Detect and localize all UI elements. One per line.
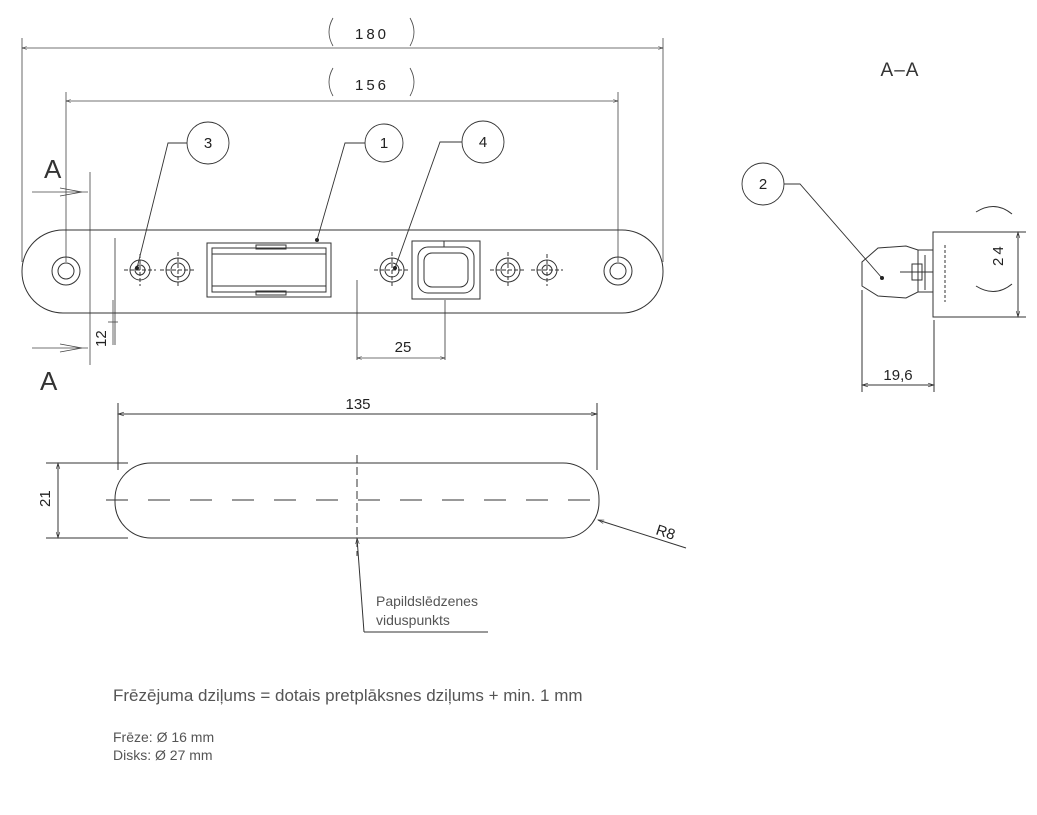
radius-label: R8 xyxy=(654,522,678,544)
cutter-note: Frēze: Ø 16 mm xyxy=(113,729,215,745)
section-marker-bottom: A xyxy=(40,366,58,396)
section-profile xyxy=(860,206,1026,392)
balloon-2-leader-dot xyxy=(880,276,884,280)
section-cut-line xyxy=(32,172,91,365)
balloon-1-leader-dot xyxy=(315,238,319,242)
strike-plate-front-view xyxy=(21,229,664,360)
dimension-180-label: 180 xyxy=(355,26,389,43)
balloon-1-label: 1 xyxy=(380,135,388,152)
dimension-19-6-label: 19,6 xyxy=(883,367,912,384)
dimension-25-label: 25 xyxy=(395,339,412,356)
balloon-4-leader-dot xyxy=(393,266,397,270)
dimension-24-label: 24 xyxy=(990,243,1007,266)
dimension-12 xyxy=(108,300,118,345)
centre-point-label-line1: Papildslēdzenes xyxy=(376,593,478,609)
balloon-3-leader-dot xyxy=(135,266,139,270)
dimension-156-label: 156 xyxy=(355,77,389,94)
balloon-2-label: 2 xyxy=(759,176,767,193)
balloon-3-label: 3 xyxy=(204,135,212,152)
balloon-1 xyxy=(316,123,404,241)
notes-block: Frēzējuma dziļums = dotais pretplāksnes … xyxy=(113,686,583,764)
milling-depth-note: Frēzējuma dziļums = dotais pretplāksnes … xyxy=(113,686,583,705)
balloon-4 xyxy=(394,120,505,269)
dimension-21-label: 21 xyxy=(37,490,54,507)
dimension-180 xyxy=(21,17,664,262)
centre-point-label-line2: viduspunkts xyxy=(376,612,450,628)
milling-cut-view xyxy=(46,403,687,633)
balloon-4-label: 4 xyxy=(479,134,487,151)
dimension-156 xyxy=(65,67,619,262)
balloon-2 xyxy=(741,162,883,279)
dimension-135-label: 135 xyxy=(345,396,370,413)
disc-note: Disks: Ø 27 mm xyxy=(113,747,213,763)
section-title: A–A xyxy=(881,60,920,81)
section-marker-top: A xyxy=(44,154,62,184)
dimension-12-label: 12 xyxy=(93,330,110,347)
balloon-3 xyxy=(136,121,230,269)
